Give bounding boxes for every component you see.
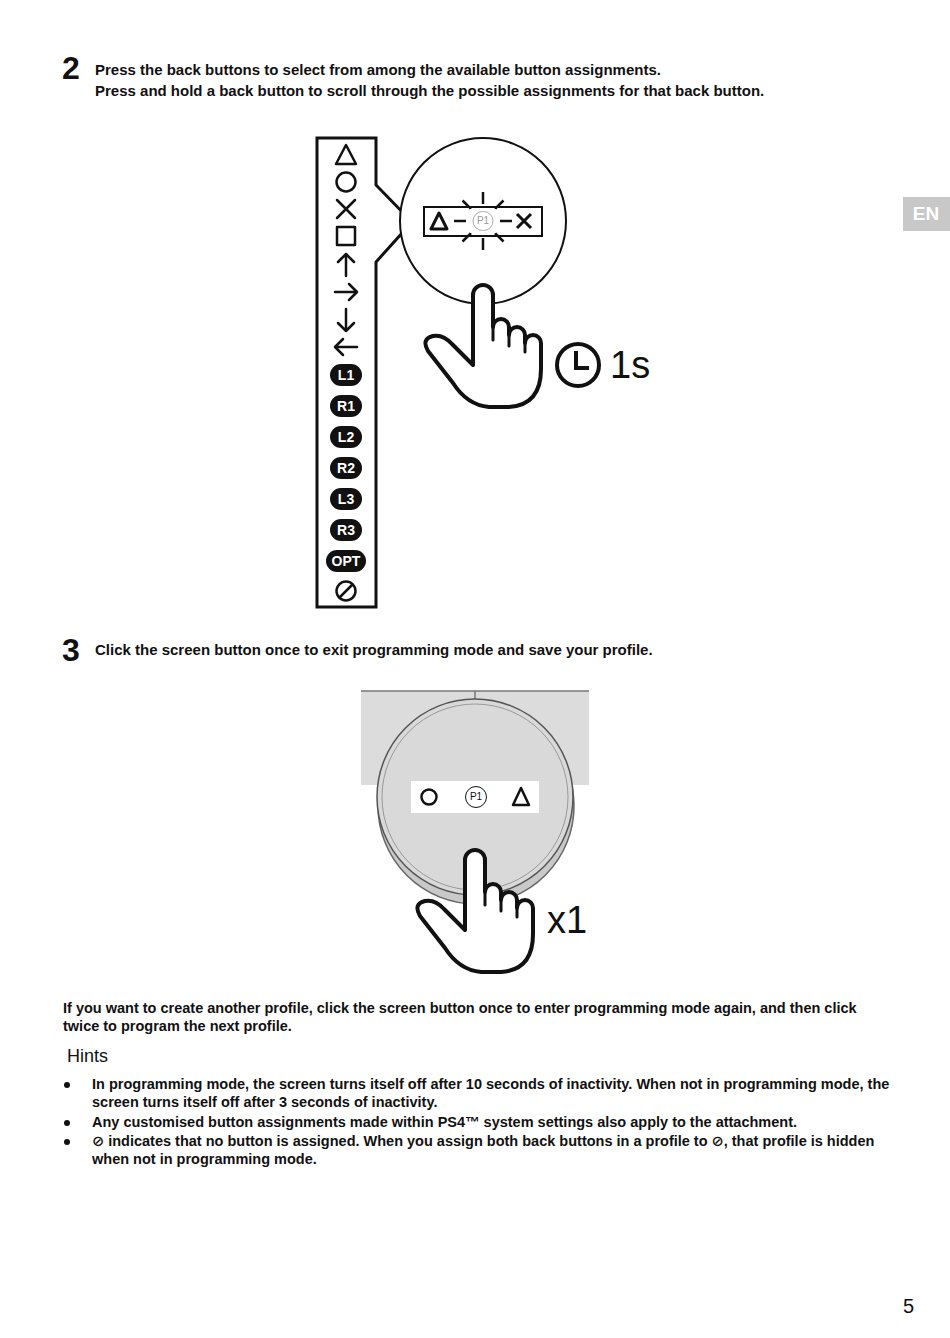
- button-pill: L2: [330, 426, 362, 448]
- click-count: x1: [547, 897, 587, 945]
- language-tab: [903, 197, 950, 231]
- screen-zoom: [400, 138, 566, 304]
- hint-text: In programming mode, the screen turns it…: [92, 1075, 892, 1111]
- button-pill: OPT: [326, 550, 366, 572]
- button-pill: R1: [330, 395, 362, 417]
- hints-heading: Hints: [67, 1045, 108, 1068]
- profile-indicator: P1: [473, 211, 494, 231]
- instruction-text: Press the back buttons to select from am…: [95, 61, 925, 80]
- language-tab-label: EN: [913, 202, 939, 226]
- hint-text: Any customised button assignments made w…: [92, 1113, 892, 1131]
- step-number: 2: [62, 48, 80, 88]
- instruction-text: Press and hold a back button to scroll t…: [95, 82, 925, 101]
- duration-label: 1s: [610, 342, 650, 390]
- step-number: 3: [62, 630, 80, 670]
- pointing-hand: [417, 850, 533, 972]
- button-pill: L3: [330, 488, 362, 510]
- button-pill: R3: [330, 519, 362, 541]
- assignment-list-box: [317, 138, 412, 607]
- clock-icon: [557, 344, 599, 386]
- instruction-text: Click the screen button once to exit pro…: [95, 641, 925, 660]
- button-pill: R2: [330, 457, 362, 479]
- note-text: If you want to create another profile, c…: [63, 999, 873, 1035]
- button-pill: L1: [330, 364, 362, 386]
- pointing-hand: [425, 285, 541, 407]
- profile-indicator: P1: [465, 786, 487, 808]
- hint-text: ⊘ indicates that no button is assigned. …: [92, 1132, 892, 1168]
- page-number: 5: [903, 1294, 914, 1319]
- bullet-points: [64, 1082, 70, 1145]
